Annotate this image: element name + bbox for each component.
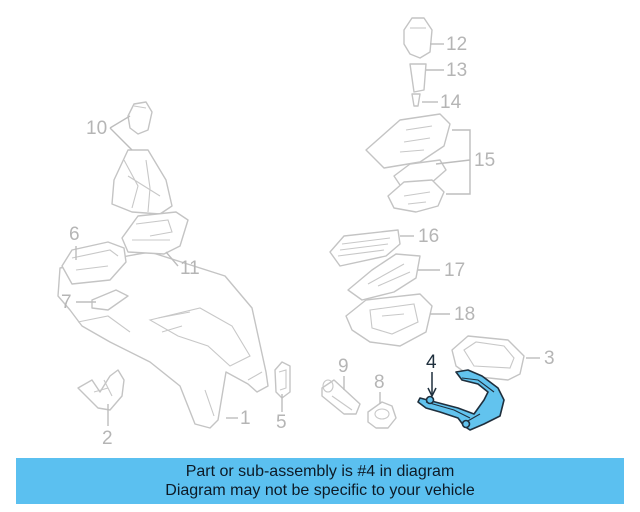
callout-15: 15: [474, 150, 495, 171]
callout-10: 10: [86, 118, 107, 139]
part-2-bracket[interactable]: [77, 369, 125, 411]
callout-18: 18: [454, 304, 475, 325]
part-18-shifter-base[interactable]: [345, 293, 433, 347]
callout-3: 3: [544, 348, 555, 369]
part-7-cover[interactable]: [91, 289, 129, 311]
shift-boot[interactable]: [111, 149, 173, 215]
callout-16: 16: [418, 226, 439, 247]
callout-13: 13: [446, 60, 467, 81]
part-3-plate[interactable]: [451, 335, 525, 381]
info-banner: Part or sub-assembly is #4 in diagram Di…: [16, 458, 624, 504]
parts-diagram: 1 2 3 4 5 6 7 8 9 10 11 12 13 14 15 16 1…: [57, 17, 555, 449]
callout-4: 4: [426, 352, 437, 373]
callout-11: 11: [180, 258, 200, 279]
callout-12: 12: [446, 34, 467, 55]
part-11-trim-panel[interactable]: [121, 211, 189, 255]
callout-9: 9: [338, 356, 349, 377]
banner-line-disclaimer: Diagram may not be specific to your vehi…: [165, 482, 475, 499]
part-6-tray[interactable]: [61, 241, 127, 285]
part-16-grille[interactable]: [329, 229, 401, 267]
part-4-bracket-highlighted[interactable]: [417, 369, 505, 431]
leader-lines: [75, 43, 540, 426]
part-12-knob[interactable]: [403, 17, 433, 59]
callout-7: 7: [61, 292, 72, 313]
part-9-lighter[interactable]: [321, 379, 361, 415]
part-17-trim[interactable]: [347, 253, 421, 301]
part-13-sleeve[interactable]: [409, 63, 427, 93]
callout-6: 6: [69, 224, 80, 245]
banner-line-part-number: Part or sub-assembly is #4 in diagram: [185, 463, 455, 480]
callout-8: 8: [374, 372, 385, 393]
part-8-socket[interactable]: [367, 401, 397, 429]
part-15-shifter-assembly[interactable]: [365, 113, 451, 213]
part-10-knob[interactable]: [127, 101, 153, 135]
callout-1: 1: [240, 408, 251, 429]
part-14-clip[interactable]: [411, 93, 421, 107]
callout-2: 2: [102, 428, 113, 449]
callout-14: 14: [440, 92, 462, 113]
callout-5: 5: [276, 412, 287, 433]
part-5-clip[interactable]: [274, 361, 291, 399]
callout-17: 17: [444, 260, 465, 281]
